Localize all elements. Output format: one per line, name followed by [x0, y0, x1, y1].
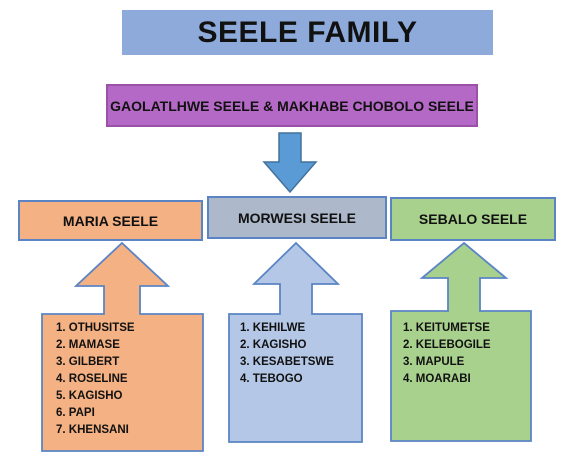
sebalo-children-list: 1. KEITUMETSE 2. KELEBOGILE 3. MAPULE 4.… [403, 320, 491, 388]
parents-box: GAOLATLHWE SEELE & MAKHABE CHOBOLO SEELE [106, 84, 478, 127]
page-title: SEELE FAMILY [122, 10, 493, 55]
maria-children-list: 1. OTHUSITSE 2. MAMASE 3. GILBERT 4. ROS… [56, 320, 135, 439]
list-item: 2. MAMASE [56, 339, 120, 351]
list-item: 1. KEHILWE [240, 322, 306, 334]
list-item: 5. KAGISHO [56, 390, 123, 402]
maria-up-arrow [41, 241, 204, 452]
morwesi-children-list: 1. KEHILWE 2. KAGISHO 3. KESABETSWE 4. T… [240, 320, 334, 388]
list-item: 4. MOARABI [403, 373, 471, 385]
down-arrow [262, 132, 318, 194]
list-item: 1. OTHUSITSE [56, 322, 135, 334]
morwesi-up-arrow [228, 241, 363, 443]
list-item: 7. KHENSANI [56, 424, 129, 436]
list-item: 3. KESABETSWE [240, 356, 334, 368]
child-box-maria: MARIA SEELE [18, 200, 203, 241]
list-item: 3. GILBERT [56, 356, 120, 368]
list-item: 3. MAPULE [403, 356, 465, 368]
sebalo-up-arrow [390, 241, 532, 442]
list-item: 4. ROSELINE [56, 373, 128, 385]
list-item: 2. KELEBOGILE [403, 339, 491, 351]
child-box-morwesi: MORWESI SEELE [207, 196, 387, 239]
list-item: 1. KEITUMETSE [403, 322, 490, 334]
child-box-sebalo: SEBALO SEELE [390, 197, 556, 241]
list-item: 4. TEBOGO [240, 373, 303, 385]
list-item: 6. PAPI [56, 407, 95, 419]
list-item: 2. KAGISHO [240, 339, 307, 351]
